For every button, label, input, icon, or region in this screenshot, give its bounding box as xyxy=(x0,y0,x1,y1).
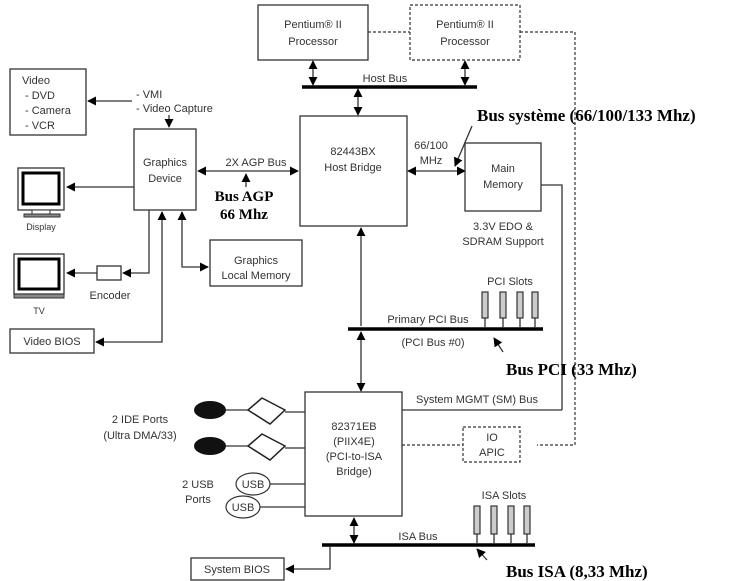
processor-2-name: Pentium® II xyxy=(436,19,494,31)
isa-slots-label: ISA Slots xyxy=(482,490,527,502)
annotation-agp-2: 66 Mhz xyxy=(220,207,268,223)
system-bios: System BIOS xyxy=(190,557,285,581)
svg-text:USB: USB xyxy=(242,479,265,491)
pci-bus-sub: (PCI Bus #0) xyxy=(402,337,465,349)
processor-2-label: Processor xyxy=(440,36,490,48)
isa-bus-label: ISA Bus xyxy=(398,531,438,543)
memory-note-2: SDRAM Support xyxy=(462,236,543,248)
io-apic-line1: IO xyxy=(486,432,498,444)
annotation-system-bus: Bus système (66/100/133 Mhz) xyxy=(477,106,696,125)
isa-slot xyxy=(523,505,531,535)
main-memory-line1: Main xyxy=(491,163,515,175)
drive-icon xyxy=(246,397,287,425)
glm-line2: Local Memory xyxy=(221,270,291,282)
memory-link-speed: 66/100 xyxy=(414,140,448,152)
isa-slots xyxy=(473,505,531,544)
video-bios-line xyxy=(95,211,167,347)
pci-slot xyxy=(516,291,524,319)
glm-line1: Graphics xyxy=(234,255,279,267)
pci-slot xyxy=(531,291,539,319)
memory-link-unit: MHz xyxy=(420,155,443,167)
piix4e-bridge: 82371EB (PIIX4E) (PCI-to-ISA Bridge) xyxy=(304,391,403,517)
processor-1-name: Pentium® II xyxy=(284,19,342,31)
annotation-pci-bus: Bus PCI (33 Mhz) xyxy=(506,360,637,379)
usb-port-1: USB xyxy=(235,472,305,496)
processor-1-label: Processor xyxy=(288,36,338,48)
host-bus-label: Host Bus xyxy=(363,73,408,85)
video-bios: Video BIOS xyxy=(9,328,95,354)
video-title: Video xyxy=(22,75,50,87)
piix-line3: (PCI-to-ISA xyxy=(326,451,383,463)
pci-slots-label: PCI Slots xyxy=(487,276,533,288)
piix-line2: (PIIX4E) xyxy=(333,436,375,448)
annotation-isa-bus: Bus ISA (8,33 Mhz) xyxy=(506,562,648,581)
ide-port-2 xyxy=(194,433,305,461)
usb-label-2: Ports xyxy=(185,494,211,506)
graphics-encoder-line xyxy=(122,210,150,278)
pci-bus-label: Primary PCI Bus xyxy=(387,314,469,326)
piix-line1: 82371EB xyxy=(331,421,376,433)
graphics-local-memory: Graphics Local Memory xyxy=(209,239,303,287)
piix-line4: Bridge) xyxy=(336,466,371,478)
processor-1: Pentium® II Processor xyxy=(257,4,369,61)
io-apic: IO APIC xyxy=(462,426,521,463)
display-label: Display xyxy=(26,222,56,232)
host-bridge-label: Host Bridge xyxy=(324,162,381,174)
video-sources: Video - DVD - Camera - VCR xyxy=(9,68,87,136)
isa-slot xyxy=(507,505,515,535)
isa-slot xyxy=(490,505,498,535)
graphics-device-line2: Device xyxy=(148,173,182,185)
graphics-device: Graphics Device xyxy=(133,128,197,211)
sm-bus-label: System MGMT (SM) Bus xyxy=(416,394,539,406)
system-bios-label: System BIOS xyxy=(204,564,270,576)
isa-slot xyxy=(473,505,481,535)
pci-slot xyxy=(481,291,489,319)
main-memory: Main Memory xyxy=(464,142,542,212)
ide-label-2: (Ultra DMA/33) xyxy=(103,430,176,442)
agp-bus-label: 2X AGP Bus xyxy=(226,157,287,169)
svg-text:USB: USB xyxy=(232,502,255,514)
ide-label-1: 2 IDE Ports xyxy=(112,414,169,426)
graphics-device-line1: Graphics xyxy=(143,157,188,169)
disk-icon xyxy=(194,437,226,455)
video-bios-label: Video BIOS xyxy=(23,336,80,348)
tv-label: TV xyxy=(33,306,45,316)
main-memory-line2: Memory xyxy=(483,179,523,191)
glm-line xyxy=(177,211,209,272)
encoder-box xyxy=(96,265,122,281)
disk-icon xyxy=(194,401,226,419)
host-bridge: 82443BX Host Bridge xyxy=(299,115,408,227)
video-item-camera: - Camera xyxy=(25,105,72,117)
usb-port-2: USB xyxy=(225,495,305,519)
pci-slots xyxy=(481,291,539,328)
memory-note-1: 3.3V EDO & xyxy=(473,221,534,233)
video-item-vcr: - VCR xyxy=(25,120,55,132)
vmi-label: - VMI xyxy=(136,89,162,101)
ide-port-1 xyxy=(194,397,305,425)
video-item-dvd: - DVD xyxy=(25,90,55,102)
usb-label-1: 2 USB xyxy=(182,479,214,491)
video-capture-label: - Video Capture xyxy=(136,103,213,115)
annotation-isa-arrow xyxy=(476,548,488,561)
host-bridge-model: 82443BX xyxy=(330,146,376,158)
drive-icon xyxy=(246,433,287,461)
tv-icon xyxy=(13,253,65,299)
memory-smbus-line xyxy=(541,184,563,410)
display-icon xyxy=(17,167,65,218)
encoder-label: Encoder xyxy=(90,290,131,302)
isa-bios-line xyxy=(285,546,331,574)
processor-2-optional: Pentium® II Processor xyxy=(409,4,521,61)
io-apic-line2: APIC xyxy=(479,447,505,459)
annotation-agp-1: Bus AGP xyxy=(215,189,274,205)
annotation-system-bus-arrow xyxy=(454,125,473,167)
apic-dashed-link xyxy=(520,31,576,446)
pci-slot xyxy=(499,291,507,319)
annotation-pci-arrow xyxy=(493,337,504,353)
